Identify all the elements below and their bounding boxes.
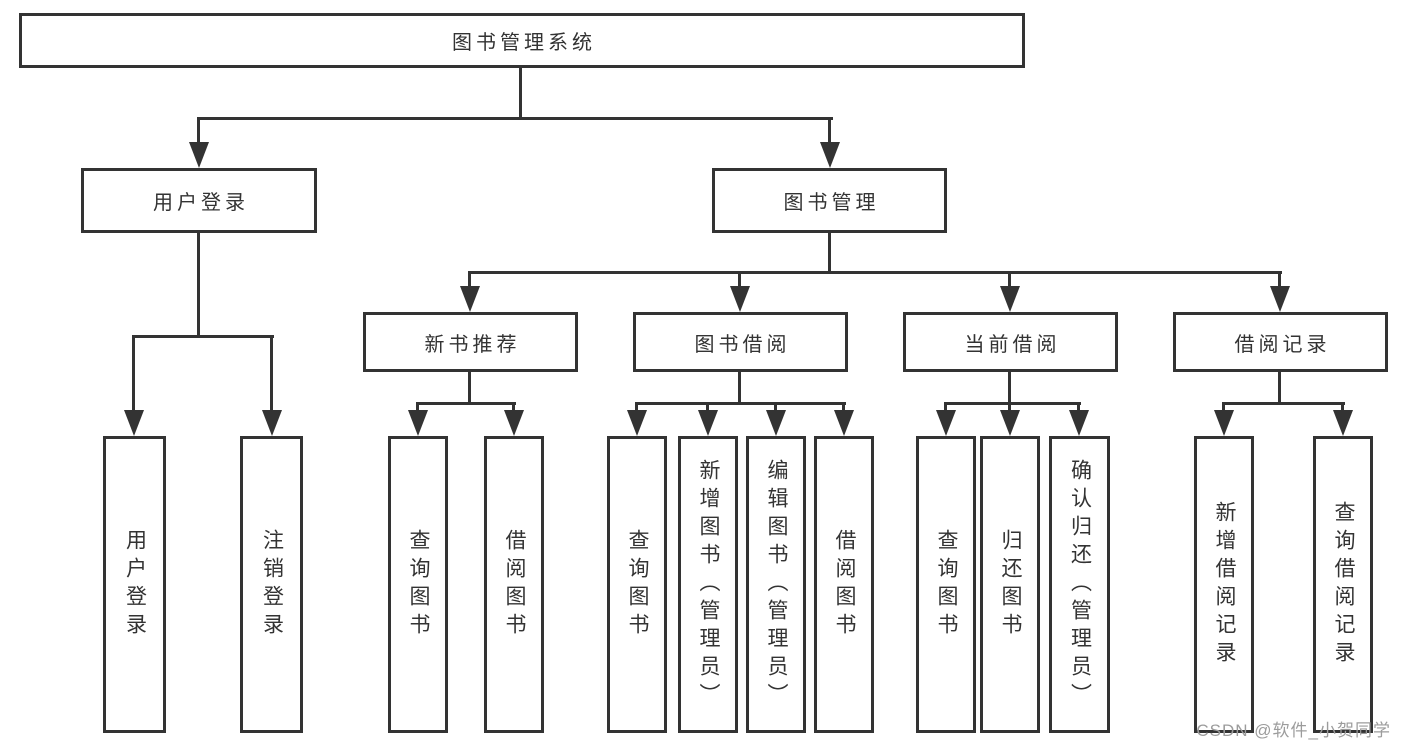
connector-line	[706, 402, 709, 412]
leaf-confirm-return-admin-label: 确认归还（管理员）	[1068, 458, 1092, 711]
arrowhead-down-icon	[627, 410, 647, 436]
arrowhead-down-icon	[698, 410, 718, 436]
arrowhead-down-icon	[408, 410, 428, 436]
node-current-borrow-label: 当前借阅	[964, 333, 1061, 356]
connector-line	[468, 372, 471, 404]
arrowhead-down-icon	[189, 142, 209, 168]
leaf-borrow-books-2-label: 借阅图书	[833, 528, 856, 641]
node-book-borrow: 图书借阅	[633, 312, 848, 372]
connector-line	[774, 402, 777, 412]
arrowhead-down-icon	[1270, 286, 1290, 312]
leaf-query-books-3: 查询图书	[916, 436, 976, 733]
node-book-management: 图书管理	[712, 168, 947, 233]
connector-line	[519, 68, 522, 118]
leaf-add-borrow-record: 新增借阅记录	[1194, 436, 1254, 733]
node-root-label: 图书管理系统	[452, 32, 596, 54]
connector-line	[132, 335, 135, 412]
connector-line	[1077, 402, 1080, 412]
leaf-return-book: 归还图书	[980, 436, 1040, 733]
connector-line	[470, 271, 1282, 274]
leaf-query-books-2-label: 查询图书	[626, 528, 649, 641]
leaf-edit-book-admin-label: 编辑图书（管理员）	[765, 458, 788, 711]
connector-line	[1222, 402, 1225, 412]
connector-line	[134, 335, 274, 338]
arrowhead-down-icon	[730, 286, 750, 312]
node-user-login: 用户登录	[81, 168, 317, 233]
connector-line	[197, 233, 200, 337]
leaf-borrow-books-2: 借阅图书	[814, 436, 874, 733]
leaf-borrow-books-1: 借阅图书	[484, 436, 544, 733]
connector-line	[944, 402, 947, 412]
node-book-management-label: 图书管理	[783, 192, 880, 214]
connector-line	[738, 271, 741, 288]
connector-line	[1278, 271, 1281, 288]
leaf-query-books-1: 查询图书	[388, 436, 448, 733]
arrowhead-down-icon	[1069, 410, 1089, 436]
connector-line	[946, 402, 1081, 405]
arrowhead-down-icon	[1000, 410, 1020, 436]
arrowhead-down-icon	[262, 410, 282, 436]
arrowhead-down-icon	[504, 410, 524, 436]
arrowhead-down-icon	[820, 142, 840, 168]
node-user-login-label: 用户登录	[153, 192, 249, 214]
leaf-query-books-1-label: 查询图书	[407, 528, 430, 641]
arrowhead-down-icon	[1000, 286, 1020, 312]
connector-line	[418, 402, 516, 405]
connector-line	[842, 402, 845, 412]
connector-line	[828, 233, 831, 273]
leaf-borrow-books-1-label: 借阅图书	[503, 528, 526, 641]
leaf-query-borrow-record-label: 查询借阅记录	[1332, 500, 1355, 669]
arrowhead-down-icon	[766, 410, 786, 436]
watermark: CSDN @软件_小贺同学	[1196, 721, 1391, 740]
connector-line	[416, 402, 419, 412]
connector-line	[738, 372, 741, 404]
connector-line	[637, 402, 846, 405]
arrowhead-down-icon	[460, 286, 480, 312]
leaf-query-books-2: 查询图书	[607, 436, 667, 733]
node-new-book-recommend-label: 新书推荐	[424, 333, 521, 356]
leaf-add-book-admin: 新增图书（管理员）	[678, 436, 738, 733]
arrowhead-down-icon	[936, 410, 956, 436]
arrowhead-down-icon	[124, 410, 144, 436]
node-root: 图书管理系统	[19, 13, 1025, 68]
connector-line	[270, 335, 273, 412]
arrowhead-down-icon	[1333, 410, 1353, 436]
leaf-edit-book-admin: 编辑图书（管理员）	[746, 436, 806, 733]
node-current-borrow: 当前借阅	[903, 312, 1118, 372]
leaf-query-borrow-record: 查询借阅记录	[1313, 436, 1373, 733]
leaf-query-books-3-label: 查询图书	[935, 528, 958, 641]
connector-line	[199, 117, 833, 120]
leaf-logout-login: 注销登录	[240, 436, 303, 733]
connector-line	[1341, 402, 1344, 412]
leaf-logout-login-label: 注销登录	[260, 528, 284, 641]
leaf-user-login: 用户登录	[103, 436, 166, 733]
connector-line	[1008, 372, 1011, 404]
node-borrow-records: 借阅记录	[1173, 312, 1388, 372]
connector-line	[635, 402, 638, 412]
connector-line	[1224, 402, 1345, 405]
leaf-confirm-return-admin: 确认归还（管理员）	[1049, 436, 1110, 733]
connector-line	[1008, 402, 1011, 412]
arrowhead-down-icon	[834, 410, 854, 436]
connector-line	[1008, 271, 1011, 288]
leaf-add-borrow-record-label: 新增借阅记录	[1213, 500, 1236, 669]
leaf-return-book-label: 归还图书	[999, 528, 1022, 641]
arrowhead-down-icon	[1214, 410, 1234, 436]
connector-line	[1278, 372, 1281, 404]
leaf-user-login-label: 用户登录	[123, 528, 147, 641]
connector-line	[828, 117, 831, 144]
node-book-borrow-label: 图书借阅	[694, 333, 791, 356]
connector-line	[468, 271, 471, 288]
connector-line	[197, 117, 200, 144]
connector-line	[512, 402, 515, 412]
node-new-book-recommend: 新书推荐	[363, 312, 578, 372]
leaf-add-book-admin-label: 新增图书（管理员）	[697, 458, 720, 711]
node-borrow-records-label: 借阅记录	[1234, 333, 1331, 356]
